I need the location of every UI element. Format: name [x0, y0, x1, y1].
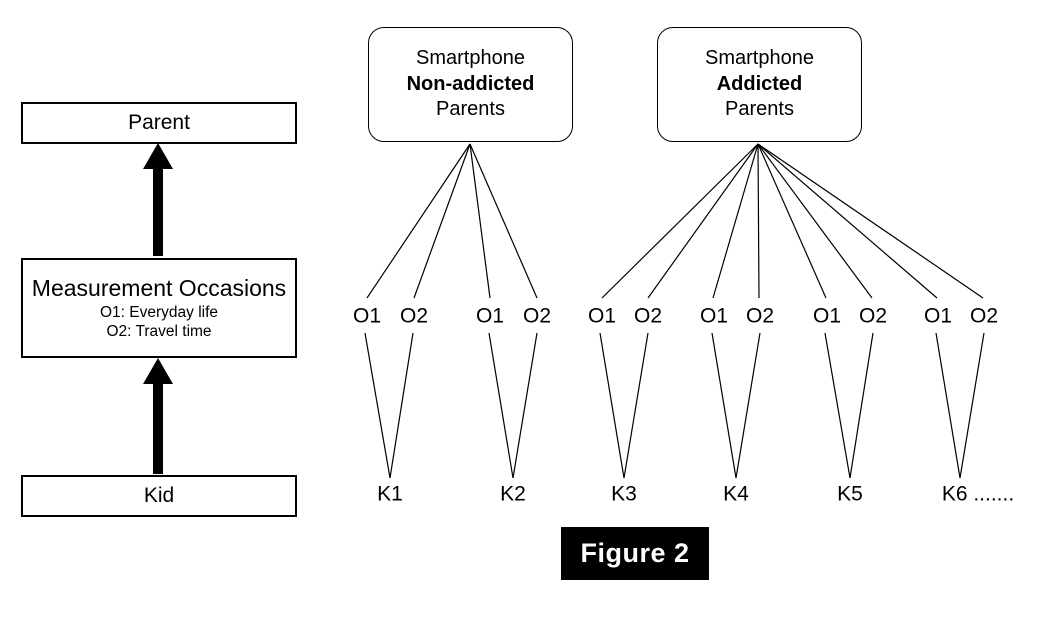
level-title-measurement-occasions: Measurement Occasions — [31, 275, 287, 302]
group-line-parents-non-addicted: Parents — [436, 98, 505, 121]
level-box-measurement-occasions: Measurement Occasions O1: Everyday life … — [21, 258, 297, 358]
occasion-node-addicted-6: O1 — [923, 304, 953, 328]
kid-node-k1: K1 — [377, 482, 403, 506]
kid-node-k2: K2 — [500, 482, 526, 506]
occasion-node-addicted-2: O1 — [699, 304, 729, 328]
occasion-node-non-addicted-3: O2 — [522, 304, 552, 328]
occasion-node-addicted-7: O2 — [969, 304, 999, 328]
group-line-smartphone-addicted: Smartphone — [705, 47, 814, 70]
occasion-node-non-addicted-2: O1 — [475, 304, 505, 328]
figure-caption: Figure 2 — [561, 527, 709, 580]
fanout-non-addicted — [366, 143, 538, 299]
kid-node-k6: K6 ....... — [941, 482, 1015, 506]
fanout-addicted — [601, 143, 984, 299]
level-title-parent: Parent — [128, 110, 190, 134]
arrow-kid-to-measurement — [143, 358, 173, 474]
kid-node-k4: K4 — [723, 482, 749, 506]
occasion-node-addicted-5: O2 — [858, 304, 888, 328]
level-box-kid: Kid — [21, 475, 297, 517]
convergence-to-kids — [364, 332, 985, 479]
occasion-node-addicted-1: O2 — [633, 304, 663, 328]
occasion-node-addicted-3: O2 — [745, 304, 775, 328]
occasion-node-addicted-0: O1 — [587, 304, 617, 328]
group-line-non-addicted: Non-addicted — [406, 72, 535, 95]
arrow-measurement-to-parent — [143, 143, 173, 256]
kid-node-k5: K5 — [837, 482, 863, 506]
occasion-node-non-addicted-0: O1 — [352, 304, 382, 328]
group-line-parents-addicted: Parents — [725, 98, 794, 121]
occasion-node-addicted-4: O1 — [812, 304, 842, 328]
group-line-smartphone-non-addicted: Smartphone — [416, 47, 525, 70]
level-title-kid: Kid — [143, 483, 175, 507]
kid-node-k3: K3 — [611, 482, 637, 506]
group-box-addicted: Smartphone Addicted Parents — [657, 27, 862, 142]
occasion-node-non-addicted-1: O2 — [399, 304, 429, 328]
level-box-parent: Parent — [21, 102, 297, 144]
level-subline-o2: O2: Travel time — [106, 322, 212, 340]
group-box-non-addicted: Smartphone Non-addicted Parents — [368, 27, 573, 142]
group-line-addicted: Addicted — [716, 72, 803, 95]
level-subline-o1: O1: Everyday life — [99, 304, 219, 322]
